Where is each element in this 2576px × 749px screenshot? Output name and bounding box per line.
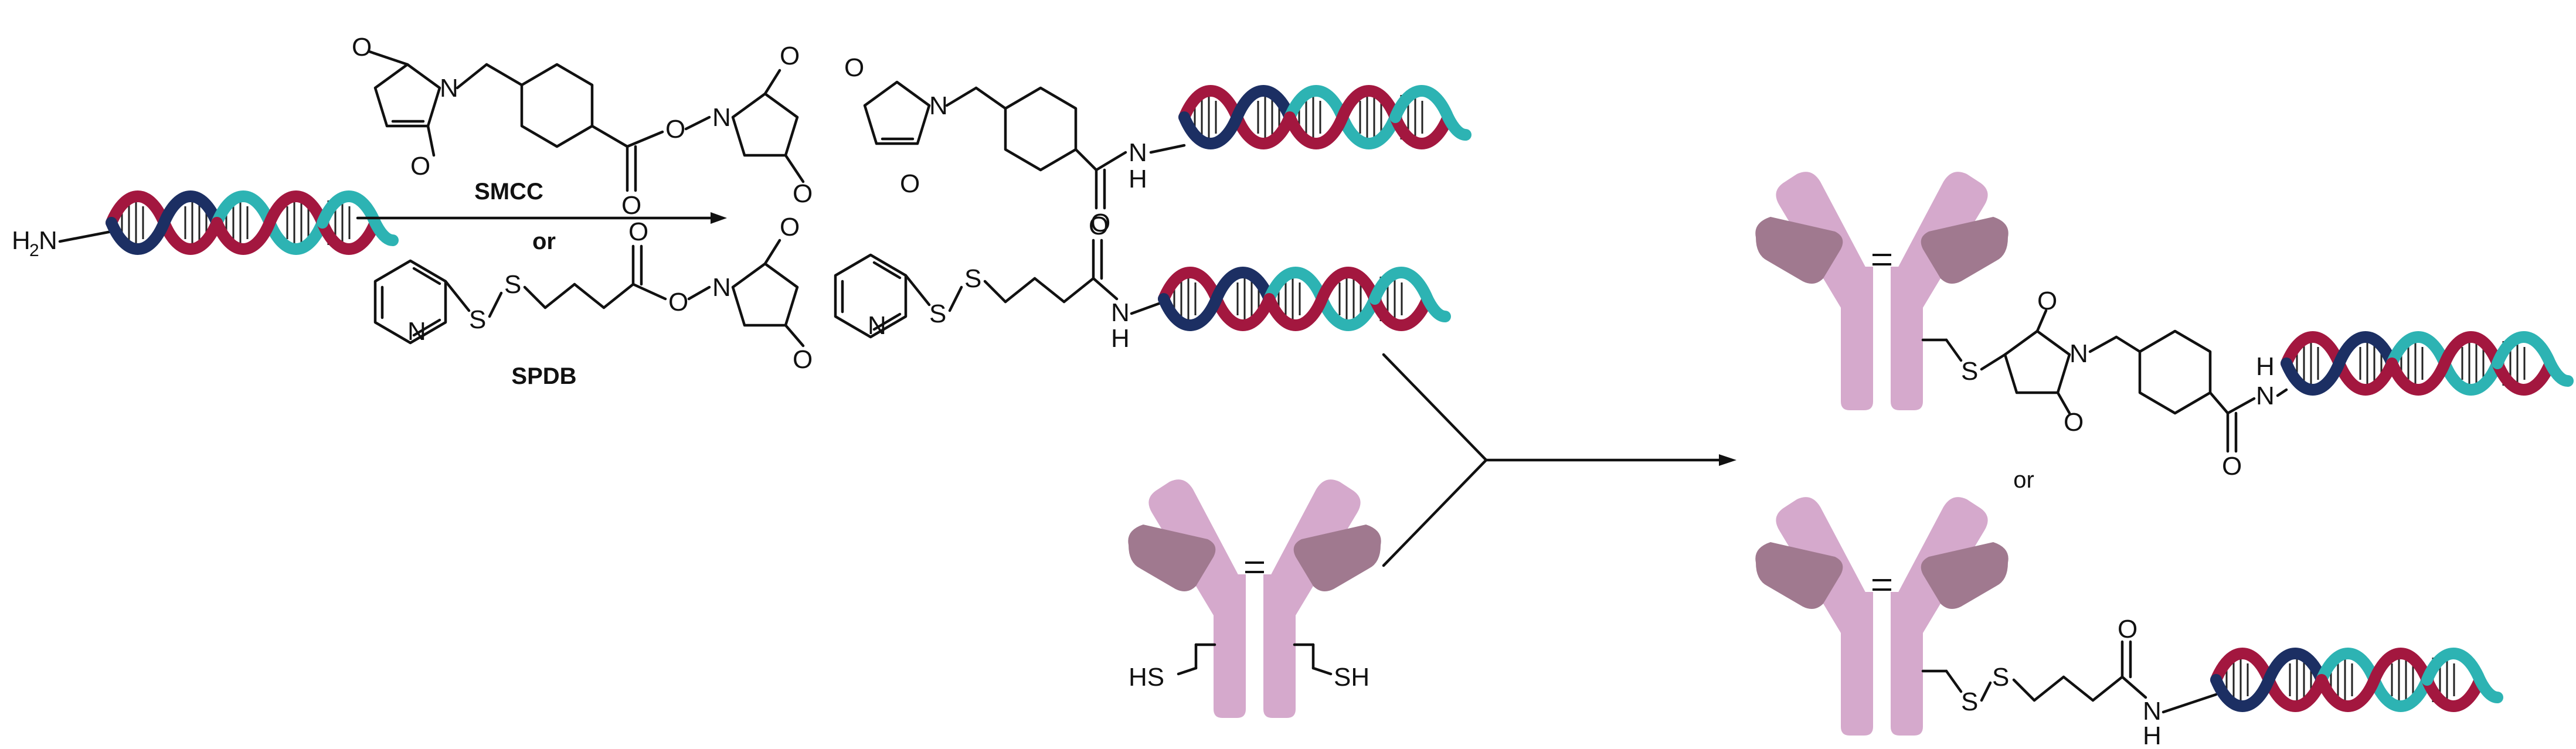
thiol-right-label: SH — [1334, 663, 1369, 692]
atom-o: O — [1089, 212, 1109, 240]
atom-s: S — [504, 270, 521, 299]
dna-helix-icon — [111, 196, 393, 249]
atom-s: S — [964, 264, 981, 293]
reduced-antibody: HS SH — [1127, 478, 1382, 719]
atom-o: O — [352, 33, 372, 62]
atom-n: N — [407, 317, 426, 346]
atom-h: H — [1129, 165, 1147, 193]
amine-label-n: N — [39, 226, 57, 255]
atom-h: H — [2256, 352, 2275, 381]
atom-n: N — [2143, 697, 2162, 726]
atom-o: O — [2037, 287, 2057, 315]
or-label-reagents: or — [532, 229, 556, 254]
pyridyldisulfide-dna-intermediate: N S S O N H — [835, 212, 1445, 353]
atom-s: S — [1961, 687, 1978, 716]
spdb-structure: N S S O O N O O — [375, 213, 813, 374]
atom-n: N — [2069, 339, 2088, 368]
atom-n: N — [712, 273, 731, 302]
atom-o: O — [665, 115, 685, 144]
atom-o: O — [844, 53, 864, 82]
amine-label-h: H — [12, 226, 30, 255]
atom-n: N — [2256, 382, 2275, 410]
dna-helix-icon — [1184, 91, 1466, 144]
atom-n: N — [1129, 138, 1147, 167]
atom-o: O — [2118, 615, 2137, 644]
maleimide-dna-intermediate: O O N O N H — [844, 53, 1466, 237]
atom-o: O — [793, 179, 813, 208]
reaction-arrow-2 — [1382, 353, 1736, 567]
atom-s: S — [469, 305, 486, 334]
atom-o: O — [780, 42, 800, 70]
atom-n: N — [440, 74, 458, 103]
thiol-left-label: HS — [1129, 663, 1164, 692]
amine-label-sub: 2 — [29, 241, 39, 260]
atom-o: O — [1090, 209, 1110, 237]
dna-helix-icon — [2286, 337, 2568, 390]
atom-s: S — [1961, 357, 1978, 386]
atom-s: S — [1992, 663, 2009, 692]
atom-h: H — [2143, 721, 2162, 749]
atom-o: O — [793, 345, 813, 374]
atom-o: O — [668, 288, 688, 316]
smcc-structure: O O N O O N O O — [352, 33, 813, 220]
atom-o: O — [628, 217, 648, 246]
product-disulfide-conjugate: S S O N H — [1754, 496, 2497, 749]
atom-o: O — [780, 213, 800, 241]
or-label-products: or — [2013, 467, 2034, 493]
atom-n: N — [1111, 298, 1130, 327]
atom-n: N — [868, 311, 886, 340]
atom-n: N — [929, 91, 948, 120]
atom-h: H — [1111, 324, 1130, 353]
reagent-1-name: SMCC — [474, 179, 543, 205]
product-maleimide-conjugate: S O O N O H N — [1754, 171, 2568, 481]
atom-o: O — [2064, 408, 2084, 437]
amino-dna-starting-material: H 2 N — [12, 196, 393, 260]
dna-helix-icon — [2216, 653, 2497, 706]
atom-o: O — [900, 169, 920, 198]
dna-helix-icon — [1164, 273, 1445, 325]
atom-o: O — [410, 152, 430, 181]
atom-s: S — [929, 299, 946, 328]
atom-o: O — [621, 191, 641, 220]
reagent-2-name: SPDB — [511, 363, 576, 389]
reaction-arrow-1 — [356, 212, 727, 224]
atom-n: N — [712, 103, 731, 132]
atom-o: O — [2222, 452, 2242, 481]
